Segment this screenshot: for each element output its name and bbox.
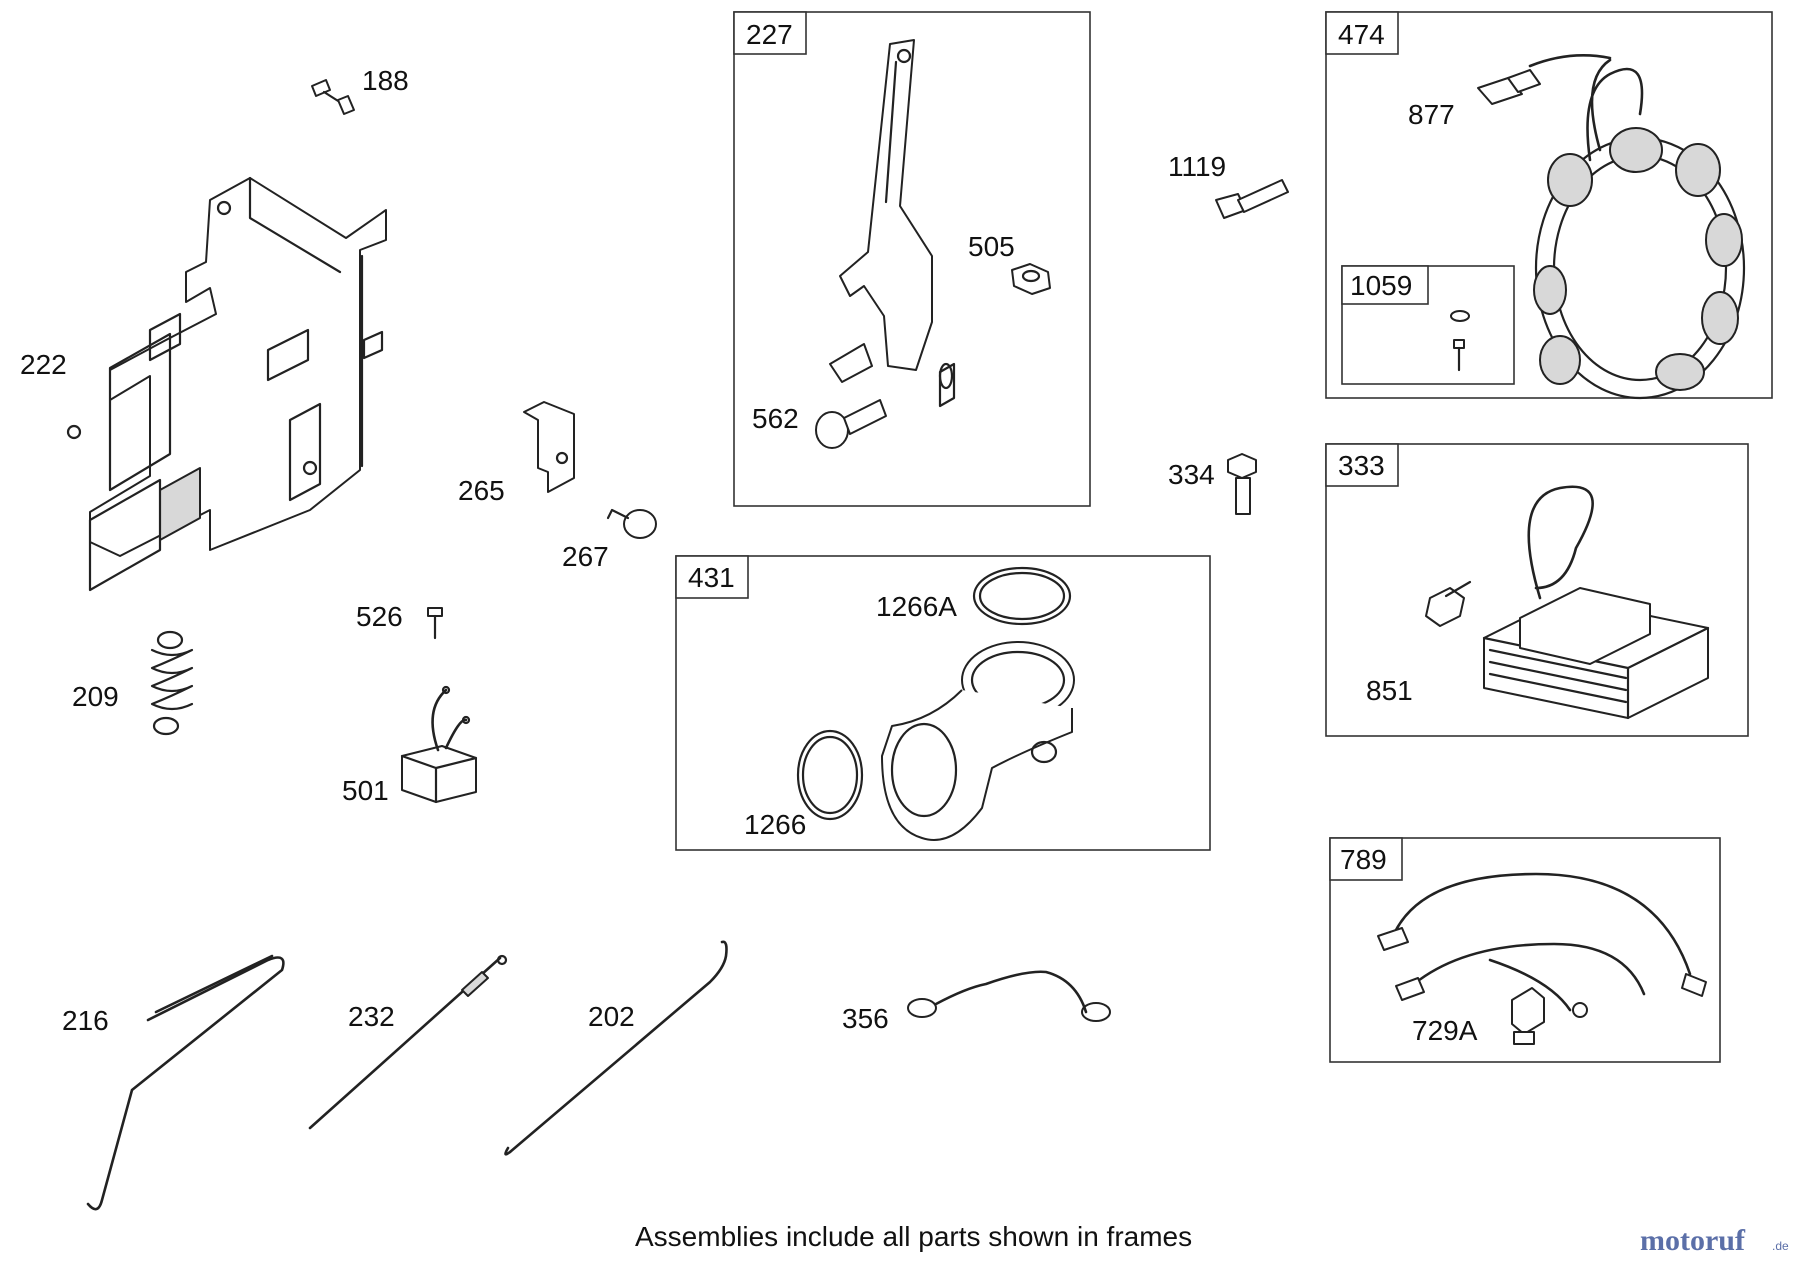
label-526: 526 [356,601,403,632]
part-501-rectifier [400,685,478,804]
part-1266-ring [796,729,864,821]
frame-789: 789 [1329,837,1721,1063]
label-851: 851 [1366,675,1413,706]
frame-474-number: 474 [1338,19,1385,50]
part-267-screw [606,508,657,539]
part-1266A-ring [972,566,1072,626]
part-333-coil [1425,485,1710,720]
frame-1059: 1059 [1341,265,1515,385]
part-431-elbow [881,641,1075,841]
label-1266A: 1266A [876,591,957,622]
label-216: 216 [62,1005,109,1036]
watermark-suffix: .de [1772,1239,1789,1253]
frame-1059-number: 1059 [1350,270,1412,301]
label-1266: 1266 [744,809,806,840]
part-562-screw [815,399,887,449]
frame-333: 333 [1325,443,1749,737]
label-356: 356 [842,1003,889,1034]
svg-text:motoruf: motoruf [1640,1224,1746,1257]
part-222-bracket [66,176,387,592]
label-202: 202 [588,1001,635,1032]
label-334: 334 [1168,459,1215,490]
label-188: 188 [362,65,409,96]
part-505-nut [1011,263,1051,295]
label-222: 222 [20,349,67,380]
part-334-bolt [1227,453,1257,515]
label-265: 265 [458,475,505,506]
frame-474: 474 [1325,11,1773,399]
part-474-stator [1528,54,1746,400]
frame-333-number: 333 [1338,450,1385,481]
frame-227-number: 227 [746,19,793,50]
part-526-bolt [427,607,443,640]
watermark-logo: motoruf .de [1640,1224,1789,1257]
label-232: 232 [348,1001,395,1032]
label-209: 209 [72,681,119,712]
part-1059-screw [1450,310,1470,372]
label-501: 501 [342,775,389,806]
part-227-arm [829,39,956,408]
frame-431: 431 [675,555,1211,851]
part-216-rod [86,954,285,1211]
part-265-clip [523,401,575,493]
part-202-rod [504,940,728,1156]
watermark-brand: motoruf [1640,1224,1746,1257]
label-267: 267 [562,541,609,572]
label-505: 505 [968,231,1015,262]
part-729A-clip [1511,987,1545,1045]
label-1119: 1119 [1168,151,1226,182]
part-1119-bolt [1215,179,1289,219]
part-356-strap [907,970,1111,1022]
frame-789-number: 789 [1340,844,1387,875]
part-188-screw [311,79,355,115]
label-562: 562 [752,403,799,434]
caption: Assemblies include all parts shown in fr… [635,1221,1192,1252]
part-232-rod [308,954,508,1130]
part-209-spring [150,630,194,736]
part-877-connector [1477,69,1541,105]
frame-227: 227 [733,11,1091,507]
frame-431-number: 431 [688,562,735,593]
part-789-harness [1377,872,1707,1018]
label-877: 877 [1408,99,1455,130]
label-729A: 729A [1412,1015,1478,1046]
